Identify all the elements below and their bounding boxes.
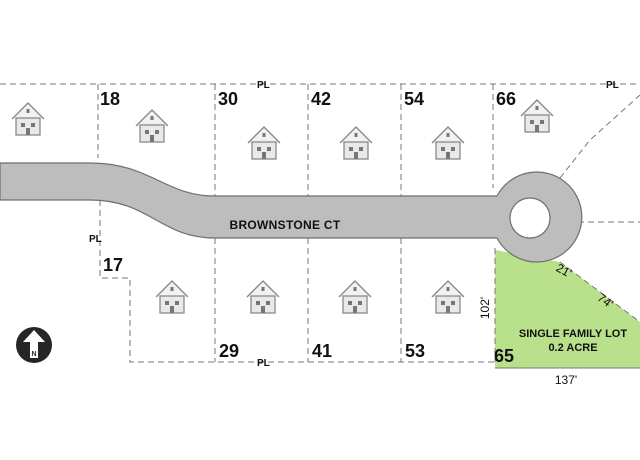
pl-label: PL xyxy=(89,234,102,245)
house-icon xyxy=(11,102,45,136)
house-icon xyxy=(520,99,554,133)
lot-number: 30 xyxy=(218,89,238,109)
lot-boundaries xyxy=(0,83,640,363)
house-icon xyxy=(338,280,372,314)
house-icon xyxy=(431,280,465,314)
depth-dimension: 102' xyxy=(478,297,492,319)
lot-number: 66 xyxy=(496,89,516,109)
house-icon xyxy=(135,109,169,143)
lot-size: 0.2 ACRE xyxy=(548,342,597,354)
street-name: BROWNSTONE CT xyxy=(229,218,340,232)
pl-label: PL xyxy=(257,80,270,91)
lot-number: 53 xyxy=(405,341,425,361)
street: BROWNSTONE CT xyxy=(0,162,583,263)
house-icon xyxy=(431,126,465,160)
house-icon xyxy=(339,126,373,160)
property-line-labels: PL PL PL PL xyxy=(89,80,619,369)
house-icon xyxy=(246,280,280,314)
frontage-dimension: 21' xyxy=(554,261,574,281)
cul-de-sac-island xyxy=(509,197,551,239)
pl-label: PL xyxy=(257,358,270,369)
rear-dimension: 137' xyxy=(555,373,577,387)
lot-number: 41 xyxy=(312,341,332,361)
lot-numbers: 18 30 42 54 66 17 29 41 53 65 xyxy=(100,89,516,366)
pl-label: PL xyxy=(606,80,619,91)
house-icon xyxy=(247,126,281,160)
lot-65-annotations: 21' 74' 102' 137' SINGLE FAMILY LOT 0.2 … xyxy=(478,261,627,387)
north-label: N xyxy=(31,351,36,358)
lot-65-highlight xyxy=(495,250,640,368)
north-arrow-icon: N xyxy=(16,327,52,363)
lot-number: 65 xyxy=(494,346,514,366)
lot-description: SINGLE FAMILY LOT xyxy=(519,328,627,340)
house-icon xyxy=(155,280,189,314)
lot-number: 17 xyxy=(103,255,123,275)
lot-number: 54 xyxy=(404,89,424,109)
lot-number: 29 xyxy=(219,341,239,361)
lot-number: 42 xyxy=(311,89,331,109)
lot-number: 18 xyxy=(100,89,120,109)
